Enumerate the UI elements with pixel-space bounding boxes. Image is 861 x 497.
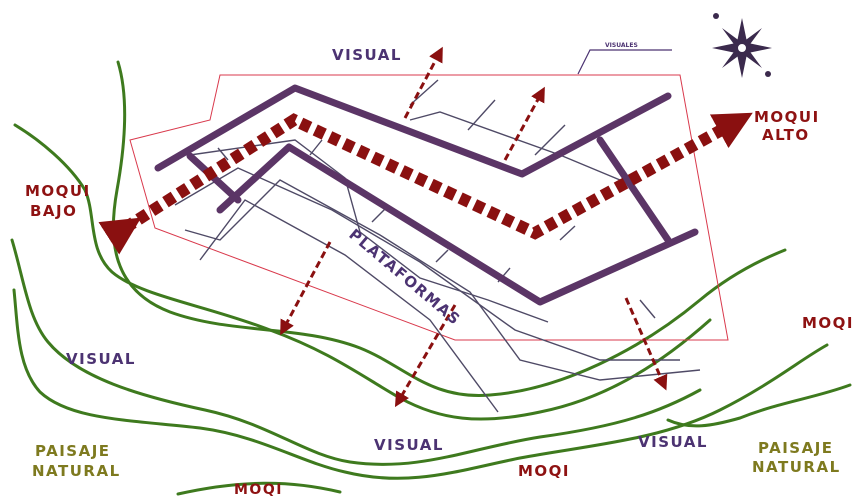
platform-line-a [189, 139, 549, 323]
label-moqi-bottom: MOQI [234, 482, 283, 497]
label-moqui-alto-1: MOQUI [754, 108, 820, 126]
visual-arrow-right [624, 297, 668, 391]
label-moqui-bajo-2: BAJO [30, 202, 77, 220]
contour-line-6 [176, 481, 342, 496]
platform-tick-2 [309, 139, 323, 156]
contour-line-4 [12, 288, 829, 480]
label-paisaje-left-2: NATURAL [32, 462, 121, 480]
main-axis [98, 112, 753, 255]
platform-lines [174, 79, 701, 413]
label-paisaje-right-2: NATURAL [752, 458, 841, 476]
contour-lines [10, 60, 852, 496]
label-moqi-center: MOQI [518, 462, 570, 480]
platform-tick-8 [409, 79, 439, 106]
visual-arrow-left [280, 241, 332, 336]
platform-tick-6 [559, 225, 576, 241]
contour-line-3 [10, 238, 702, 466]
main-axis-arrow [98, 112, 753, 255]
platform-tick-7 [639, 299, 656, 319]
platform-tick-3 [371, 207, 387, 223]
visual-arrow-top [403, 46, 443, 119]
label-moqui-alto-2: ALTO [762, 126, 810, 144]
contour-line-2 [13, 123, 712, 421]
platform-tick-4 [435, 249, 449, 263]
label-visual-center: VISUAL [374, 436, 444, 454]
label-visual-left: VISUAL [66, 350, 136, 368]
label-moqi-right: MOQI [802, 314, 854, 332]
label-paisaje-right-1: PAISAJE [758, 439, 834, 457]
label-visual-right: VISUAL [638, 433, 708, 451]
visual-arrow-mid [503, 86, 545, 161]
platform-tick-9 [467, 99, 496, 131]
label-visuales: VISUALES [605, 42, 638, 49]
label-visual-top: VISUAL [332, 46, 402, 64]
visual-arrow-center [394, 304, 457, 408]
north-arrow-compass-icon [712, 13, 772, 78]
label-paisaje-left-1: PAISAJE [35, 442, 111, 460]
retaining-walls [154, 84, 699, 306]
contour-line-5 [666, 383, 852, 428]
visual-arrows [280, 46, 668, 408]
label-moqui-bajo-1: MOQUI [25, 182, 91, 200]
visuales-leader [577, 49, 672, 75]
